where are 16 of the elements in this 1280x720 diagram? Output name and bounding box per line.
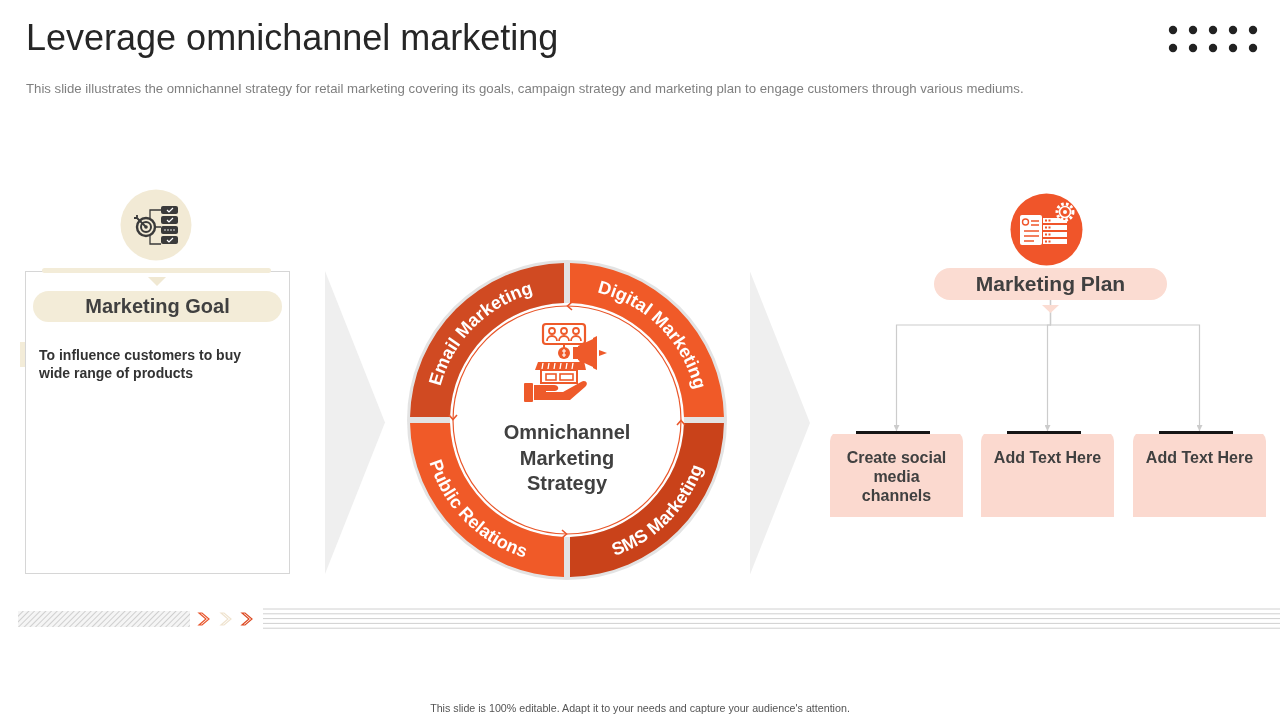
text-card	[981, 431, 1114, 517]
footer-note: This slide is 100% editable. Adapt it to your needs and capture your audience's attention.	[430, 701, 850, 715]
card-text: Add Text Here	[1145, 447, 1254, 467]
hub-title: Omnichannel Marketing Strategy	[502, 420, 632, 496]
text-card	[830, 431, 963, 517]
heading-text: Marketing Goal	[85, 295, 230, 318]
heading-pill	[33, 291, 282, 322]
heading-pill	[934, 268, 1167, 300]
slide-title: Leverage omnichannel marketing	[26, 16, 559, 60]
goal-card	[25, 271, 290, 574]
text-card	[1133, 431, 1266, 517]
heading-text: Marketing Plan	[975, 272, 1126, 296]
card-text: Add Text Here	[993, 447, 1102, 467]
slide-subtitle: This slide illustrates the omnichannel strategy for retail marketing covering its goals, campaign strategy and marketing plan to engage customers through various mediums.	[26, 81, 1024, 97]
card-text: Create social media channels	[845, 447, 948, 505]
goal-text: To influence customers to buy wide range of products	[39, 346, 242, 382]
